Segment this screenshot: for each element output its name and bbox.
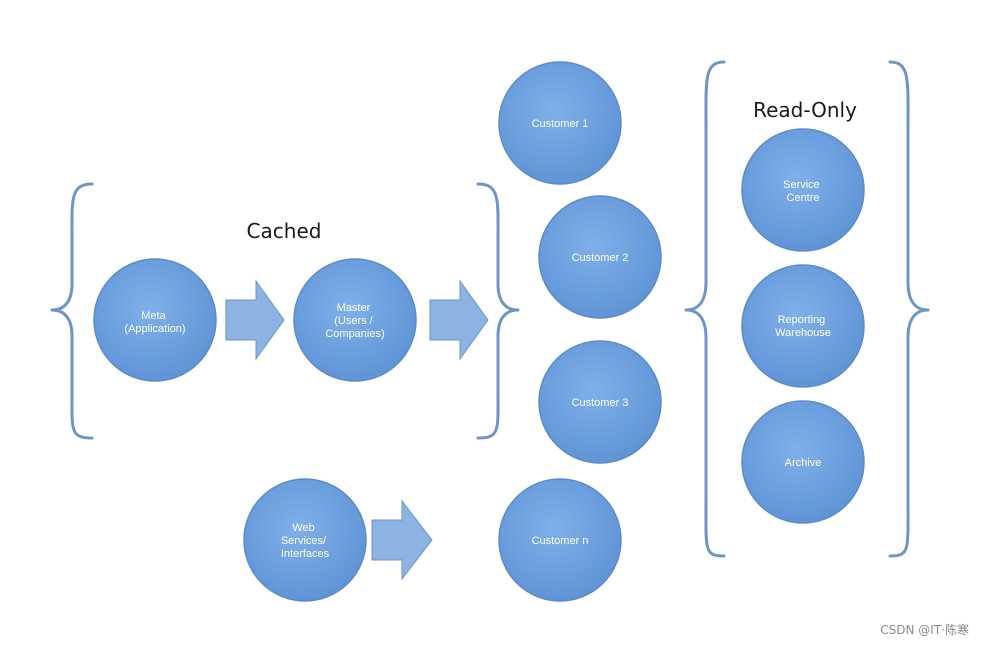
node-meta-label-line-1: Meta bbox=[141, 310, 166, 322]
node-master-label-line-1: Master bbox=[337, 302, 371, 314]
cached-right-brace bbox=[476, 182, 520, 440]
node-reporting-warehouse: Reporting Warehouse bbox=[741, 264, 865, 388]
node-service-centre-label-line-2: Centre bbox=[786, 192, 819, 204]
node-web-services: Web Services/ Interfaces bbox=[243, 478, 367, 602]
node-master: Master (Users / Companies) bbox=[293, 258, 417, 382]
node-customer-2-label: Customer 2 bbox=[572, 252, 629, 264]
node-master-label-line-2: (Users / bbox=[334, 315, 373, 327]
meta-to-master-arrow bbox=[225, 279, 285, 361]
node-customer-1: Customer 1 bbox=[498, 61, 622, 185]
node-reporting-warehouse-label-line-1: Reporting bbox=[778, 314, 826, 326]
node-customer-n: Customer n bbox=[498, 478, 622, 602]
node-customer-1-label: Customer 1 bbox=[532, 118, 589, 130]
svg-text:Service Centre: Service Centre bbox=[783, 179, 823, 204]
node-archive: Archive bbox=[741, 400, 865, 524]
svg-text:Web Services/ Inte: Web Services/ Interfaces bbox=[281, 522, 330, 560]
master-to-customers-arrow bbox=[429, 279, 489, 361]
node-web-services-label-line-1: Web bbox=[292, 522, 314, 534]
node-customer-3-label: Customer 3 bbox=[572, 397, 629, 409]
node-web-services-label-line-3: Interfaces bbox=[281, 548, 330, 560]
read-only-left-brace bbox=[684, 60, 726, 558]
node-archive-label: Archive bbox=[785, 457, 822, 469]
node-service-centre-label-line-1: Service bbox=[783, 179, 820, 191]
node-customer-3: Customer 3 bbox=[538, 340, 662, 464]
svg-text:Master (Users / Co: Master (Users / Companies) bbox=[325, 302, 384, 340]
svg-text:Reporting Warehouse: Reporting Warehouse bbox=[775, 314, 831, 339]
web-services-to-customer-n-arrow bbox=[371, 499, 433, 581]
node-web-services-label-line-2: Services/ bbox=[281, 535, 327, 547]
node-customer-n-label: Customer n bbox=[532, 535, 589, 547]
svg-text:Meta (Application): Meta (Application) bbox=[124, 310, 185, 335]
watermark-text: CSDN @IT·陈寒 bbox=[880, 623, 969, 637]
node-meta: Meta (Application) bbox=[93, 258, 217, 382]
node-reporting-warehouse-label-line-2: Warehouse bbox=[775, 327, 831, 339]
node-meta-label-line-2: (Application) bbox=[124, 323, 185, 335]
cached-group-label: Cached bbox=[247, 219, 322, 243]
node-master-label-line-3: Companies) bbox=[325, 328, 384, 340]
read-only-right-brace bbox=[888, 60, 930, 558]
node-service-centre: Service Centre bbox=[741, 128, 865, 252]
cached-left-brace bbox=[50, 182, 94, 440]
read-only-group-label: Read-Only bbox=[753, 98, 857, 122]
node-customer-2: Customer 2 bbox=[538, 195, 662, 319]
